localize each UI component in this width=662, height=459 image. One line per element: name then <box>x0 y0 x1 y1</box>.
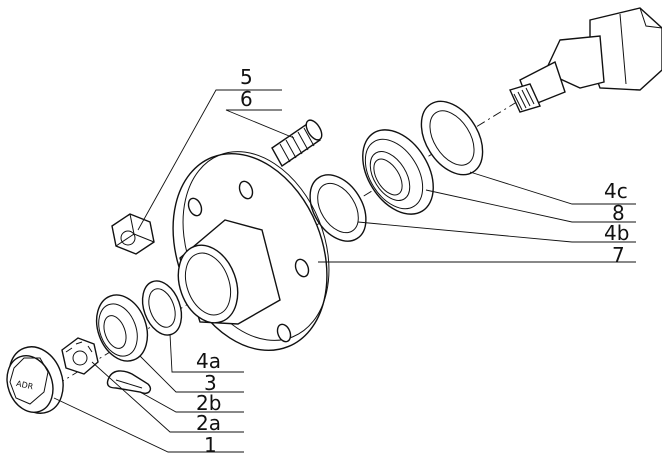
castle-nut-2a <box>61 337 99 375</box>
callout-6: 6 <box>240 87 253 111</box>
bearing-8 <box>362 129 434 215</box>
callout-4b: 4b <box>604 221 629 245</box>
callout-2b: 2b <box>196 391 221 415</box>
wheel-nut-5 <box>111 213 155 255</box>
split-pin-2b <box>106 370 152 394</box>
callout-4c: 4c <box>604 179 628 203</box>
callout-4a: 4a <box>196 349 221 373</box>
cap-lettering: ADR <box>15 379 34 391</box>
seal-ring-4b <box>309 174 367 242</box>
wheel-stud-6 <box>271 119 323 168</box>
callout-5: 5 <box>240 65 253 89</box>
seal-4a <box>141 280 183 336</box>
callout-8: 8 <box>612 201 625 225</box>
callout-2a: 2a <box>196 411 221 435</box>
bearing-3 <box>95 294 149 362</box>
spindle <box>509 7 662 113</box>
hub-7 <box>172 151 330 352</box>
dust-cap-1: ADR <box>6 346 64 414</box>
callout-3: 3 <box>204 371 217 395</box>
leader-lines <box>53 89 636 453</box>
callout-1: 1 <box>204 433 217 457</box>
callout-7: 7 <box>612 243 625 267</box>
washer-4c <box>420 100 484 176</box>
